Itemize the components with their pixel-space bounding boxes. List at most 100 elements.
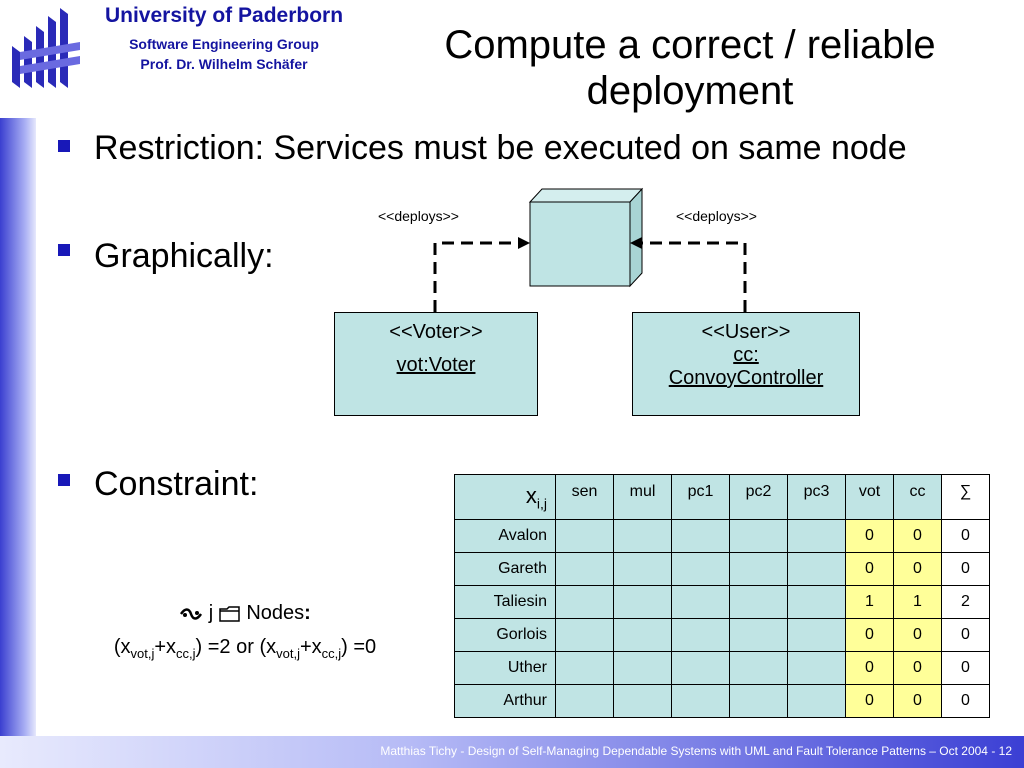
table-cell — [787, 618, 846, 652]
quantifier-variable: j — [208, 602, 214, 624]
user-component: <<User>> cc: ConvoyController — [632, 312, 860, 416]
left-decorative-band — [0, 118, 36, 744]
corner-x: x — [525, 482, 537, 508]
row-header: Arthur — [454, 684, 556, 718]
voter-component: <<Voter>> vot:Voter — [334, 312, 538, 416]
table-cell — [729, 585, 788, 619]
table-cell — [787, 519, 846, 553]
table-cell — [671, 585, 730, 619]
university-logo-icon — [12, 8, 80, 88]
column-header: cc — [893, 474, 942, 520]
sum-cell: 0 — [941, 684, 990, 718]
node-side-face — [629, 187, 643, 288]
vot-cell: 0 — [845, 552, 894, 586]
table-cell — [555, 585, 614, 619]
voter-name: vot:Voter — [396, 354, 476, 376]
vot-cell: 0 — [845, 651, 894, 685]
table-cell — [729, 651, 788, 685]
user-deploys-arrow — [639, 241, 747, 312]
bullet-graphically: Graphically: — [94, 237, 274, 275]
table-corner-cell: xi,j — [454, 474, 556, 520]
table-row: Taliesin 1 1 2 — [454, 585, 990, 619]
element-of-folder-icon — [219, 605, 240, 622]
footer-band — [0, 736, 1024, 768]
cc-cell: 0 — [893, 651, 942, 685]
bullet-marker-icon — [58, 140, 70, 152]
table-cell — [729, 618, 788, 652]
row-header: Gareth — [454, 552, 556, 586]
sum-cell: 0 — [941, 651, 990, 685]
row-header: Taliesin — [454, 585, 556, 619]
voter-arrowhead-icon — [518, 237, 530, 249]
table-cell — [613, 684, 672, 718]
table-cell — [729, 684, 788, 718]
voter-deploys-arrow — [433, 241, 521, 312]
corner-sub: i,j — [536, 495, 547, 512]
table-cell — [729, 519, 788, 553]
table-cell — [671, 552, 730, 586]
formula-part: +x — [154, 636, 177, 658]
allocation-table: xi,j sen mul pc1 pc2 pc3 vot cc ∑ Avalon… — [454, 474, 990, 718]
column-header: vot — [845, 474, 894, 520]
table-cell — [555, 552, 614, 586]
bullet-restriction: Restriction: Services must be executed o… — [94, 129, 907, 167]
university-name: University of Paderborn — [104, 4, 344, 27]
row-header: Avalon — [454, 519, 556, 553]
slide-title: Compute a correct / reliable deployment — [444, 23, 936, 113]
table-cell — [787, 585, 846, 619]
node-front-face — [529, 201, 631, 287]
table-cell — [613, 585, 672, 619]
formula-part: (x — [113, 636, 131, 658]
sum-cell: 2 — [941, 585, 990, 619]
node-top-face — [528, 188, 644, 203]
table-cell — [671, 684, 730, 718]
formula-part: ) =2 or (x — [195, 636, 277, 658]
table-cell — [613, 618, 672, 652]
table-row: Uther 0 0 0 — [454, 651, 990, 685]
table-cell — [671, 519, 730, 553]
cc-cell: 0 — [893, 684, 942, 718]
table-cell — [555, 684, 614, 718]
vot-cell: 0 — [845, 519, 894, 553]
table-cell — [729, 552, 788, 586]
table-cell — [787, 684, 846, 718]
vot-cell: 1 — [845, 585, 894, 619]
column-header: mul — [613, 474, 672, 520]
left-deploys-label: <<deploys>> — [378, 208, 459, 224]
table-cell — [613, 552, 672, 586]
table-row: Arthur 0 0 0 — [454, 684, 990, 718]
professor-name: Prof. Dr. Wilhelm Schäfer — [140, 56, 308, 72]
table-row: Gorlois 0 0 0 — [454, 618, 990, 652]
row-header: Uther — [454, 651, 556, 685]
user-stereotype: <<User>> — [701, 321, 791, 343]
column-header: pc3 — [787, 474, 846, 520]
formula-sub-vot: vot,j — [276, 646, 300, 661]
group-name: Software Engineering Group — [129, 36, 319, 52]
table-cell — [787, 651, 846, 685]
user-arrowhead-icon — [630, 237, 642, 249]
constraint-quantifier: j Nodes: — [60, 602, 430, 625]
nodes-label: Nodes — [246, 602, 305, 624]
table-cell — [671, 618, 730, 652]
vot-cell: 0 — [845, 684, 894, 718]
bullet-constraint: Constraint: — [94, 465, 259, 503]
cc-cell: 1 — [893, 585, 942, 619]
nodes-colon: : — [304, 602, 311, 624]
table-cell — [613, 651, 672, 685]
vot-cell: 0 — [845, 618, 894, 652]
table-cell — [555, 651, 614, 685]
column-header: pc1 — [671, 474, 730, 520]
column-header-sum: ∑ — [941, 474, 990, 520]
table-cell — [555, 618, 614, 652]
formula-sub-vot: vot,j — [130, 646, 155, 661]
voter-stereotype: <<Voter>> — [389, 321, 483, 343]
table-row: Avalon 0 0 0 — [454, 519, 990, 553]
table-header-row: xi,j sen mul pc1 pc2 pc3 vot cc ∑ — [454, 474, 990, 520]
user-name-line1: cc: — [733, 344, 759, 366]
column-header: sen — [555, 474, 614, 520]
constraint-formula: (xvot,j+xcc,j) =2 or (xvot,j+xcc,j) =0 — [60, 636, 430, 661]
cc-cell: 0 — [893, 552, 942, 586]
footer-text: Matthias Tichy - Design of Self-Managing… — [380, 744, 1012, 758]
bullet-marker-icon — [58, 474, 70, 486]
